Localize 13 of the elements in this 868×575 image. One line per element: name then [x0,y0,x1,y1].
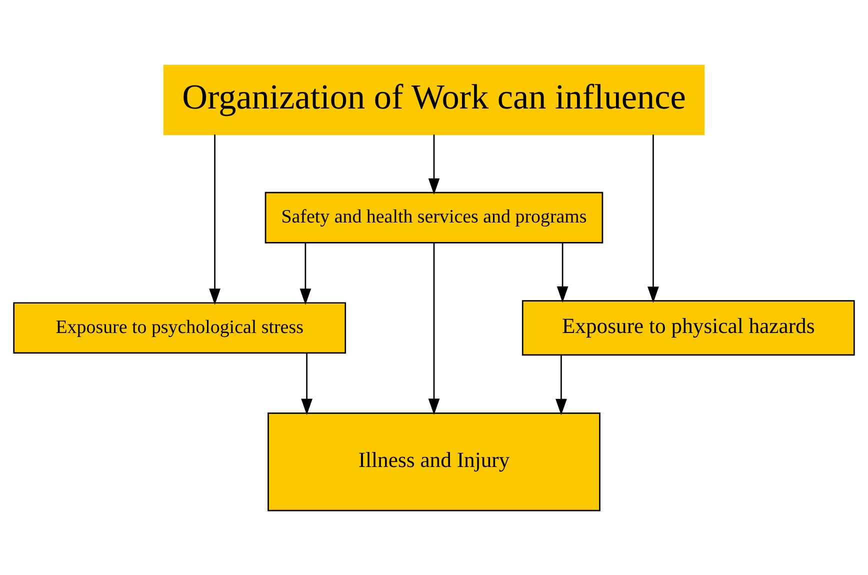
node-box: Exposure to physical hazards [522,300,855,356]
arrow [428,134,440,194]
arrow [648,134,659,302]
node-box: Illness and Injury [268,412,600,511]
node-box: Organization of Work can influence [163,64,705,135]
arrow [209,134,220,304]
arrow [556,354,567,415]
arrow [428,242,440,414]
node-box: Exposure to psychological stress [13,302,346,354]
arrow [300,242,312,304]
arrow [301,352,312,414]
arrow [556,242,568,302]
node-box: Safety and health services and programs [264,191,604,243]
